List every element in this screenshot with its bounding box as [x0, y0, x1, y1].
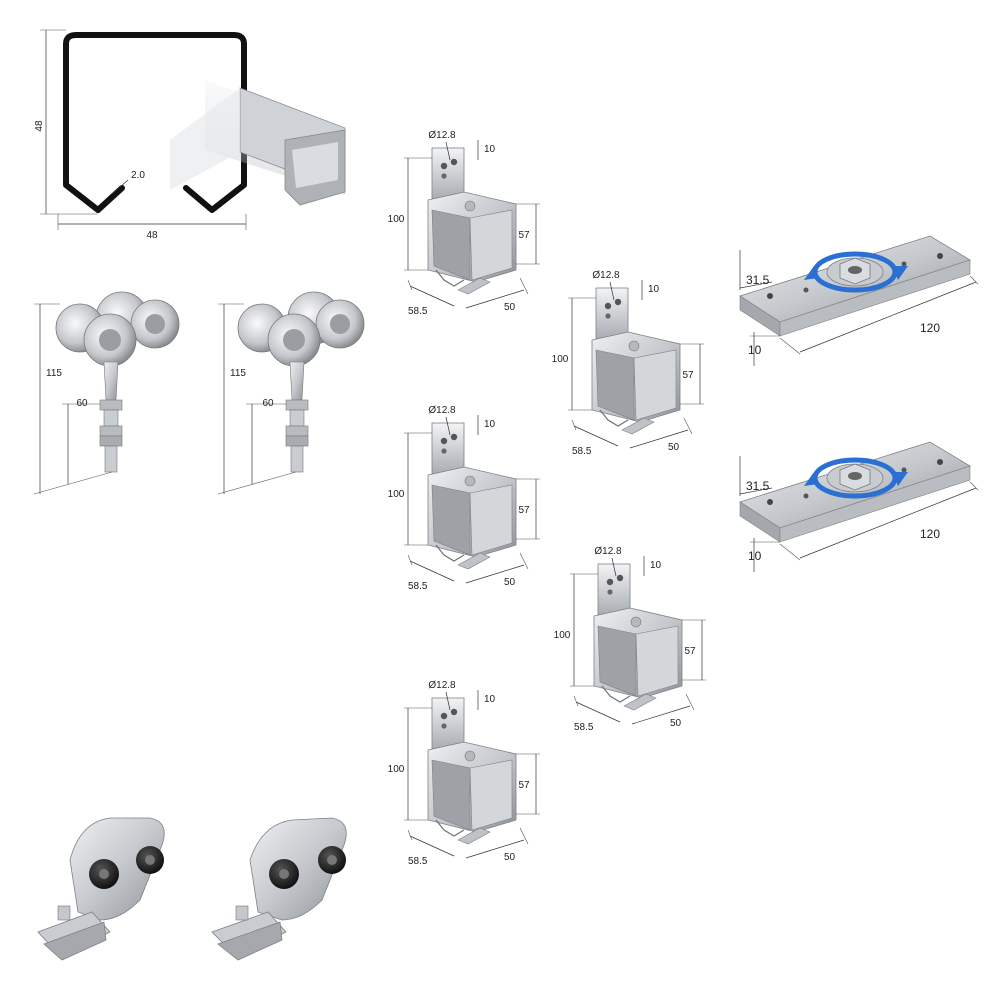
end-stopper-left — [37, 817, 165, 961]
trolley-right-bolt-label: 60 — [262, 398, 274, 409]
mounting-bracket-1: 100 57 Ø12.8 10 58.5 50 — [388, 130, 540, 317]
bracket-inner-label: 57 — [684, 646, 696, 657]
trolley-right: 115 60 — [217, 291, 365, 495]
rail-section: 48 48 2.0 — [34, 29, 247, 241]
rail-width-label: 48 — [146, 230, 158, 241]
trolley-right-total-label: 115 — [230, 368, 246, 379]
bracket-edge-label: 10 — [484, 144, 496, 155]
mounting-bracket-5: 100 57 Ø12.8 10 58.5 50 — [388, 680, 540, 867]
bracket-edge-label: 10 — [484, 419, 496, 430]
bracket-width-label: 50 — [670, 718, 682, 729]
bracket-hole-label: Ø12.8 — [594, 546, 622, 557]
plate-thickness-label: 10 — [748, 343, 762, 357]
bracket-depth-label: 58.5 — [408, 306, 428, 317]
rail-height-label: 48 — [34, 120, 45, 132]
trolley-left-total-label: 115 — [46, 368, 62, 379]
plate-length-label: 120 — [920, 321, 940, 335]
bracket-inner-label: 57 — [518, 505, 530, 516]
bracket-height-label: 100 — [552, 354, 569, 365]
bracket-edge-label: 10 — [648, 284, 660, 295]
bracket-edge-label: 10 — [650, 560, 662, 571]
rail-3d-image — [170, 80, 346, 206]
bracket-width-label: 50 — [668, 442, 680, 453]
plate-offset-label: 31.5 — [746, 479, 770, 493]
bracket-hole-label: Ø12.8 — [428, 680, 456, 691]
bracket-inner-label: 57 — [682, 370, 694, 381]
bracket-height-label: 100 — [388, 489, 405, 500]
trolley-left-bolt-label: 60 — [76, 398, 88, 409]
mounting-bracket-2: 100 57 Ø12.8 10 58.5 50 — [552, 270, 704, 457]
bracket-depth-label: 58.5 — [408, 581, 428, 592]
plate-thickness-label: 10 — [748, 549, 762, 563]
bracket-width-label: 50 — [504, 852, 516, 863]
rail-profile-outline — [63, 32, 247, 213]
bracket-depth-label: 58.5 — [574, 722, 594, 733]
bracket-hole-label: Ø12.8 — [428, 130, 456, 141]
bracket-width-label: 50 — [504, 577, 516, 588]
bracket-edge-label: 10 — [484, 694, 496, 705]
bracket-height-label: 100 — [554, 630, 571, 641]
bracket-hole-label: Ø12.8 — [592, 270, 620, 281]
plate-length-label: 120 — [920, 527, 940, 541]
bracket-inner-label: 57 — [518, 780, 530, 791]
mounting-bracket-4: 100 57 Ø12.8 10 58.5 50 — [554, 546, 706, 733]
end-stopper-right — [211, 817, 347, 961]
mounting-bracket-3: 100 57 Ø12.8 10 58.5 50 — [388, 405, 540, 592]
bracket-depth-label: 58.5 — [408, 856, 428, 867]
rotating-plate-2: 31.5 120 10 — [739, 441, 979, 572]
trolley-left: 115 60 — [33, 291, 180, 495]
bracket-height-label: 100 — [388, 764, 405, 775]
bracket-inner-label: 57 — [518, 230, 530, 241]
bracket-depth-label: 58.5 — [572, 446, 592, 457]
rotating-plate-1: 31.5 120 10 — [739, 235, 979, 366]
plates-group: 31.5 120 10 31.5 120 10 — [739, 235, 979, 572]
plate-offset-label: 31.5 — [746, 273, 770, 287]
rail-wall-label: 2.0 — [131, 170, 145, 181]
bracket-width-label: 50 — [504, 302, 516, 313]
bracket-hole-label: Ø12.8 — [428, 405, 456, 416]
bracket-height-label: 100 — [388, 214, 405, 225]
